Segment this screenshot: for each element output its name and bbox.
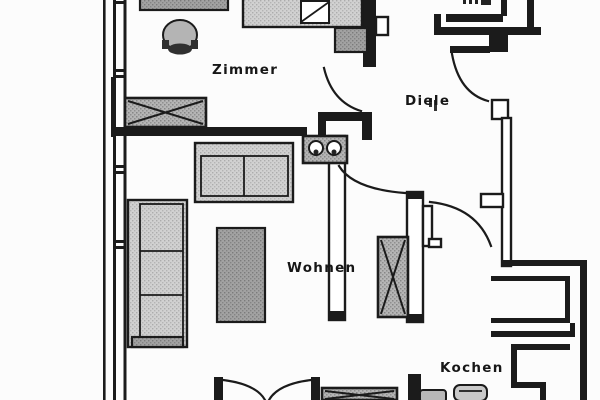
corridor-walls [479, 116, 587, 400]
center-walls [327, 134, 443, 324]
coffee-table [215, 226, 267, 324]
bed [241, 0, 364, 29]
cropped-label-marks [463, 0, 491, 5]
kochen-label: Kochen [440, 360, 504, 376]
balcony-doors [214, 377, 320, 400]
wardrobe-zimmer [123, 96, 208, 129]
window-wall-left [103, 0, 127, 400]
kochen-walls [408, 344, 570, 400]
wohnen-door-arc [337, 164, 407, 195]
zimmer-door-arc [322, 66, 363, 113]
bath-walls [434, 0, 541, 121]
small-mark [429, 98, 437, 111]
desk [138, 0, 230, 12]
desk-chair [162, 19, 198, 55]
wohnen-label: Wohnen [287, 260, 357, 276]
corridor-door-arc [428, 200, 493, 248]
kitchen-appliances [419, 384, 488, 400]
sofa [126, 198, 189, 349]
stove-block [301, 134, 349, 165]
bath-door-arc [450, 52, 490, 103]
wardrobe-wohnen [376, 235, 410, 319]
diele-label: Diele [405, 93, 451, 109]
sideboard-sofa [193, 141, 295, 204]
zimmer-label: Zimmer [212, 62, 279, 78]
nightstand [333, 26, 369, 54]
cabinet-bottom [320, 386, 399, 400]
